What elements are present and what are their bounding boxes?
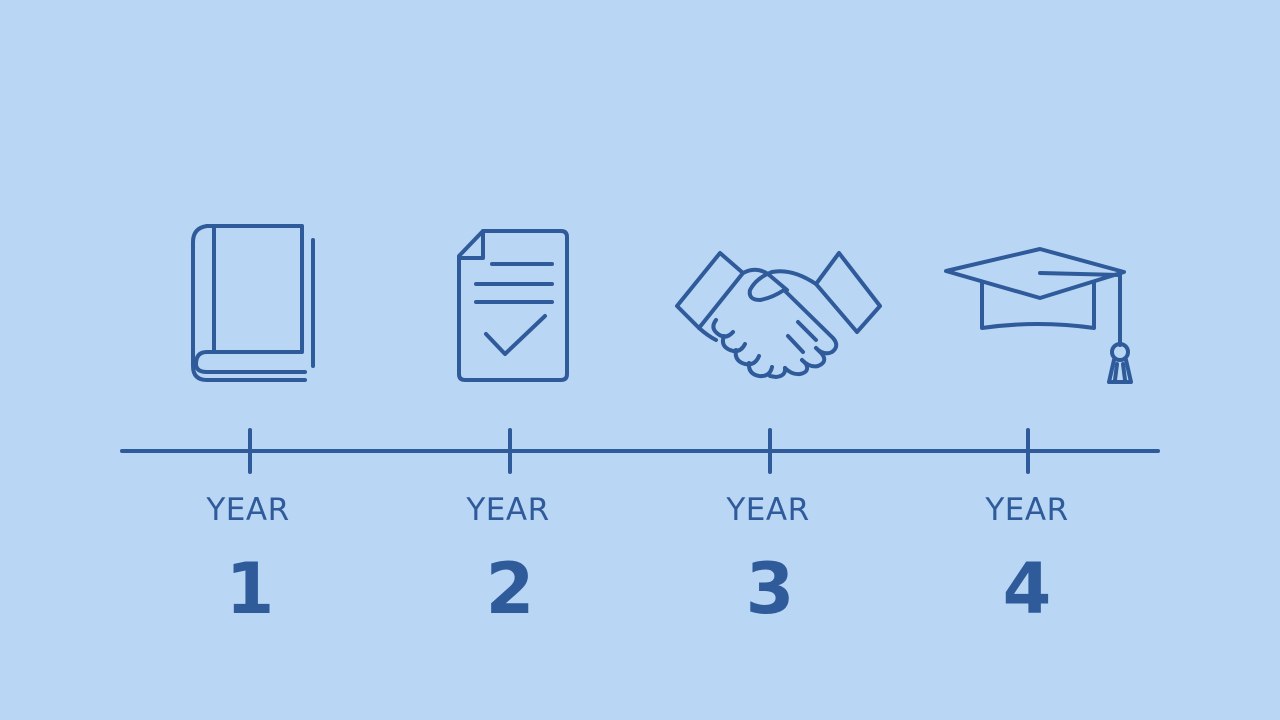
year-number-3: 3 [745,548,795,630]
year-number-1: 1 [225,548,275,630]
year-number-2: 2 [485,548,535,630]
year-label-1: YEAR [206,492,290,528]
year-label-3: YEAR [726,492,810,528]
graduation-cap-icon [944,247,1133,384]
year-number-4: 4 [1002,548,1052,630]
checked-document-icon [457,229,569,382]
year-label-2: YEAR [466,492,550,528]
year-label-4: YEAR [985,492,1069,528]
handshake-icon [675,251,882,379]
book-icon [191,224,315,382]
